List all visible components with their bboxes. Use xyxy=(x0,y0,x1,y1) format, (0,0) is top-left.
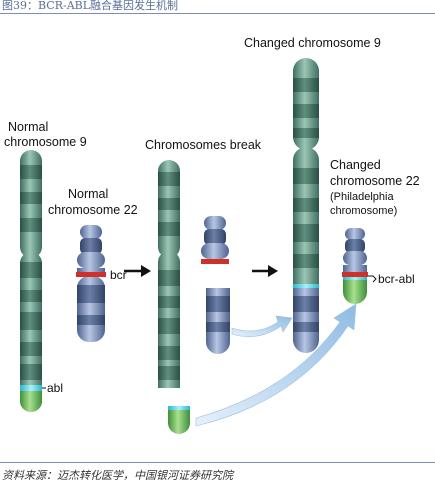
label-changed-chr9: Changed chromosome 9 xyxy=(244,36,381,50)
label-changed-chr22-line2: chromosome 22 xyxy=(330,174,420,188)
source-note: 资料来源：迈杰转化医学，中国银河证券研究院 xyxy=(2,469,233,482)
label-abl: abl xyxy=(47,381,63,395)
bottom-rule xyxy=(0,462,435,463)
changed-chromosome-9 xyxy=(293,58,319,353)
label-changed-chr22-line1: Changed xyxy=(330,158,381,172)
label-normal-chr22-line1: Normal xyxy=(68,187,108,201)
figure-caption: 图39：BCR-ABL融合基因发生机制 xyxy=(2,0,179,12)
label-normal-chr9-line1: Normal xyxy=(8,120,48,134)
broken-chromosome-22 xyxy=(201,216,230,354)
translocation-arrow-9-to-22 xyxy=(195,303,357,427)
philadelphia-chromosome xyxy=(342,228,368,304)
label-bcr: bcr xyxy=(110,268,127,282)
label-changed-chr22-line3: (Philadelphia xyxy=(330,191,394,203)
normal-chromosome-22 xyxy=(76,225,106,342)
top-rule xyxy=(0,13,435,14)
label-normal-chr22-line2: chromosome 22 xyxy=(48,203,138,217)
label-chromosomes-break: Chromosomes break xyxy=(145,138,262,152)
step-arrow-1 xyxy=(124,265,151,277)
step-arrow-2 xyxy=(252,265,278,277)
label-bcr-abl: bcr-abl xyxy=(378,272,415,286)
label-normal-chr9-line2: chromosome 9 xyxy=(4,135,87,149)
normal-chromosome-9 xyxy=(20,150,42,412)
translocation-arrow-22-to-9 xyxy=(231,315,293,337)
bcr-abl-pointer xyxy=(368,275,377,283)
broken-chromosome-9 xyxy=(158,160,190,434)
label-changed-chr22-line4: chromosome) xyxy=(330,205,397,217)
